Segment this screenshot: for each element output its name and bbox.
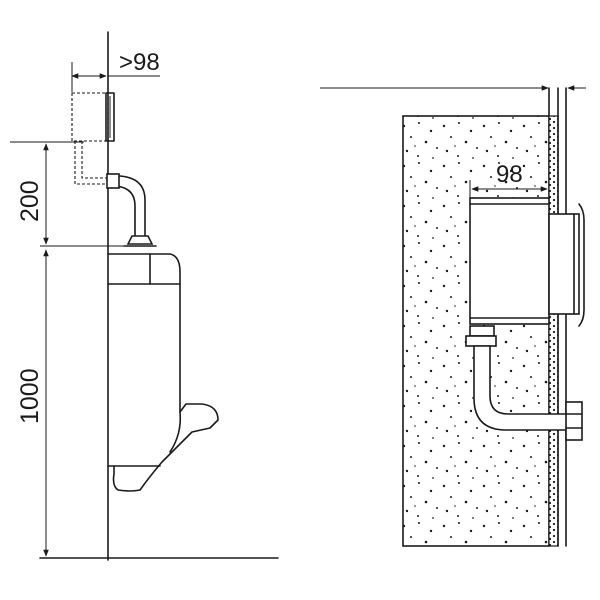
dimension-urinal-height: 1000 [16, 249, 49, 557]
dimension-box-depth: 98 [469, 161, 548, 198]
dimension-clearance-label: >98 [119, 49, 160, 76]
urinal-body [107, 253, 219, 492]
dimension-urinal-height-label: 1000 [16, 368, 44, 424]
sensor-unit [71, 92, 115, 142]
dimension-sensor-height-label: 200 [16, 180, 44, 222]
dimension-box-depth-label: 98 [496, 161, 523, 188]
dimension-clearance: >98 [71, 49, 160, 92]
side-elevation-view: >98 200 1000 [10, 31, 279, 561]
in-wall-box [469, 197, 585, 327]
wall-section-view: 98 [320, 85, 586, 547]
flush-pipe [74, 141, 157, 247]
wall-finish-layer [548, 115, 559, 547]
supply-pipe [465, 325, 583, 441]
dimension-sensor-height: 200 [10, 141, 150, 247]
